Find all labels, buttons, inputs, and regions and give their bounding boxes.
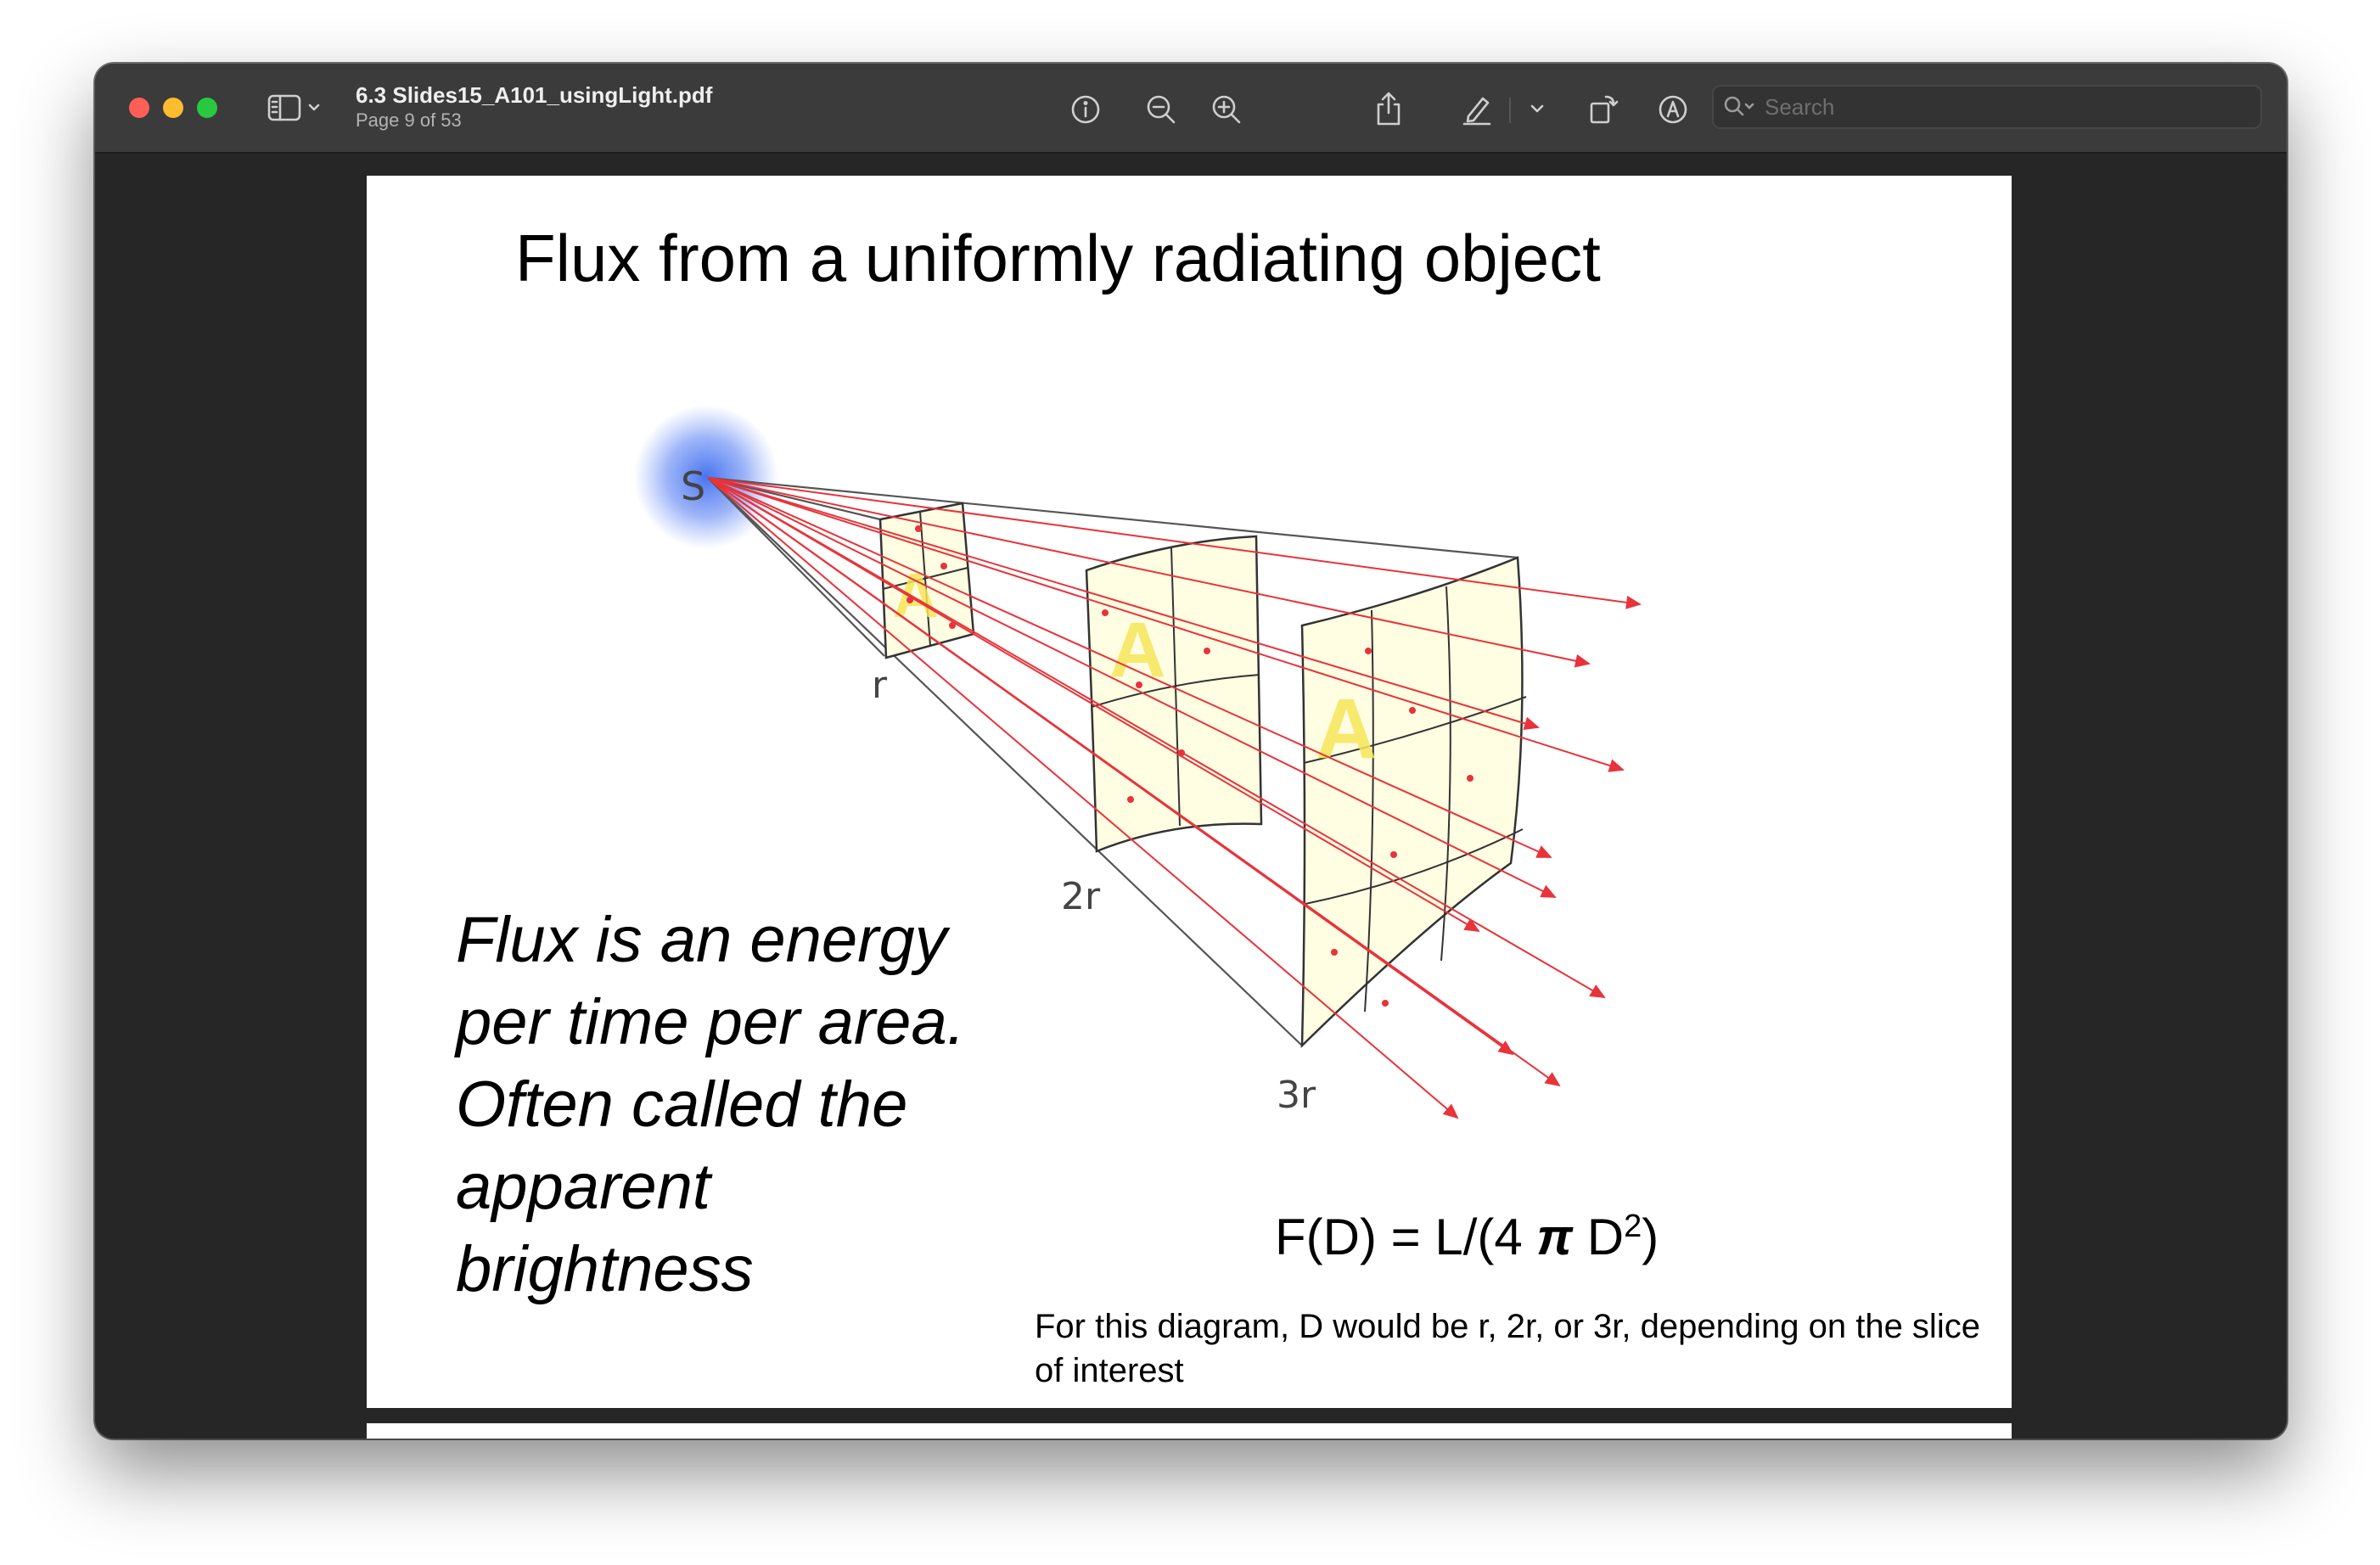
flux-line-1: Flux is an energy bbox=[456, 904, 947, 976]
sidebar-toggle-button[interactable] bbox=[265, 89, 326, 126]
document-viewer[interactable]: Flux from a uniformly radiating object bbox=[95, 154, 2287, 1439]
rotate-button[interactable] bbox=[1582, 87, 1623, 130]
distance-label-r: r bbox=[872, 664, 888, 707]
inverse-square-diagram: A A A bbox=[634, 405, 1642, 1119]
preview-window: 6.3 Slides15_A101_usingLight.pdf Page 9 … bbox=[95, 64, 2287, 1439]
flux-line-5: brightness bbox=[456, 1233, 754, 1305]
surface-2r: A bbox=[1085, 535, 1263, 853]
svg-text:A: A bbox=[1316, 682, 1377, 777]
highlight-pen-icon bbox=[1462, 97, 1491, 126]
flux-line-4: apparent bbox=[456, 1151, 711, 1223]
minimize-window-button[interactable] bbox=[163, 98, 183, 118]
page-indicator: Page 9 of 53 bbox=[356, 109, 462, 131]
search-icon bbox=[1724, 96, 1754, 116]
distance-label-2r: 2r bbox=[1061, 875, 1101, 918]
pdf-page: Flux from a uniformly radiating object bbox=[367, 176, 2012, 1408]
title-bar: 6.3 Slides15_A101_usingLight.pdf Page 9 … bbox=[95, 64, 2287, 154]
zoom-out-button[interactable] bbox=[1141, 89, 1182, 130]
search-field[interactable] bbox=[1712, 85, 2262, 129]
chevron-down-icon bbox=[308, 104, 320, 111]
info-button[interactable] bbox=[1065, 89, 1106, 130]
highlight-options-button[interactable] bbox=[1524, 96, 1550, 121]
next-pdf-page bbox=[367, 1423, 2012, 1439]
source-label: S bbox=[681, 463, 705, 509]
light-rays bbox=[707, 477, 1642, 1119]
search-input[interactable] bbox=[1763, 93, 2242, 121]
frustum-edges bbox=[707, 476, 1518, 1046]
close-window-button[interactable] bbox=[129, 98, 149, 118]
flux-formula: F(D) = L/(4 π D2) bbox=[1275, 1209, 1659, 1265]
rotate-icon bbox=[1590, 95, 1619, 124]
surface-r: A bbox=[878, 502, 975, 659]
distance-label-3r: 3r bbox=[1277, 1074, 1316, 1117]
sidebar-toggle-icon bbox=[267, 94, 320, 121]
surface-3r: A bbox=[1300, 556, 1527, 1049]
share-button[interactable] bbox=[1368, 87, 1409, 130]
toolbar-divider bbox=[1509, 98, 1511, 123]
info-icon bbox=[1071, 95, 1100, 124]
ray-intersection-points bbox=[907, 525, 1473, 1007]
highlight-button[interactable] bbox=[1457, 89, 1497, 130]
flux-line-2: per time per area. bbox=[456, 986, 965, 1058]
zoom-out-icon bbox=[1147, 95, 1176, 124]
flux-line-3: Often called the bbox=[456, 1069, 908, 1141]
zoom-in-icon bbox=[1212, 95, 1241, 124]
markup-icon bbox=[1659, 95, 1687, 124]
diagram-note: For this diagram, D would be r, 2r, or 3… bbox=[1035, 1308, 1980, 1389]
slide-title: Flux from a uniformly radiating object bbox=[515, 221, 1601, 295]
markup-button[interactable] bbox=[1653, 89, 1693, 130]
zoom-in-button[interactable] bbox=[1206, 89, 1247, 130]
share-icon bbox=[1377, 92, 1400, 126]
zoom-window-button[interactable] bbox=[197, 98, 217, 118]
chevron-down-icon bbox=[1530, 104, 1544, 113]
flux-definition: Flux is an energy per time per area. Oft… bbox=[456, 899, 1033, 1310]
document-title: 6.3 Slides15_A101_usingLight.pdf bbox=[356, 82, 713, 108]
